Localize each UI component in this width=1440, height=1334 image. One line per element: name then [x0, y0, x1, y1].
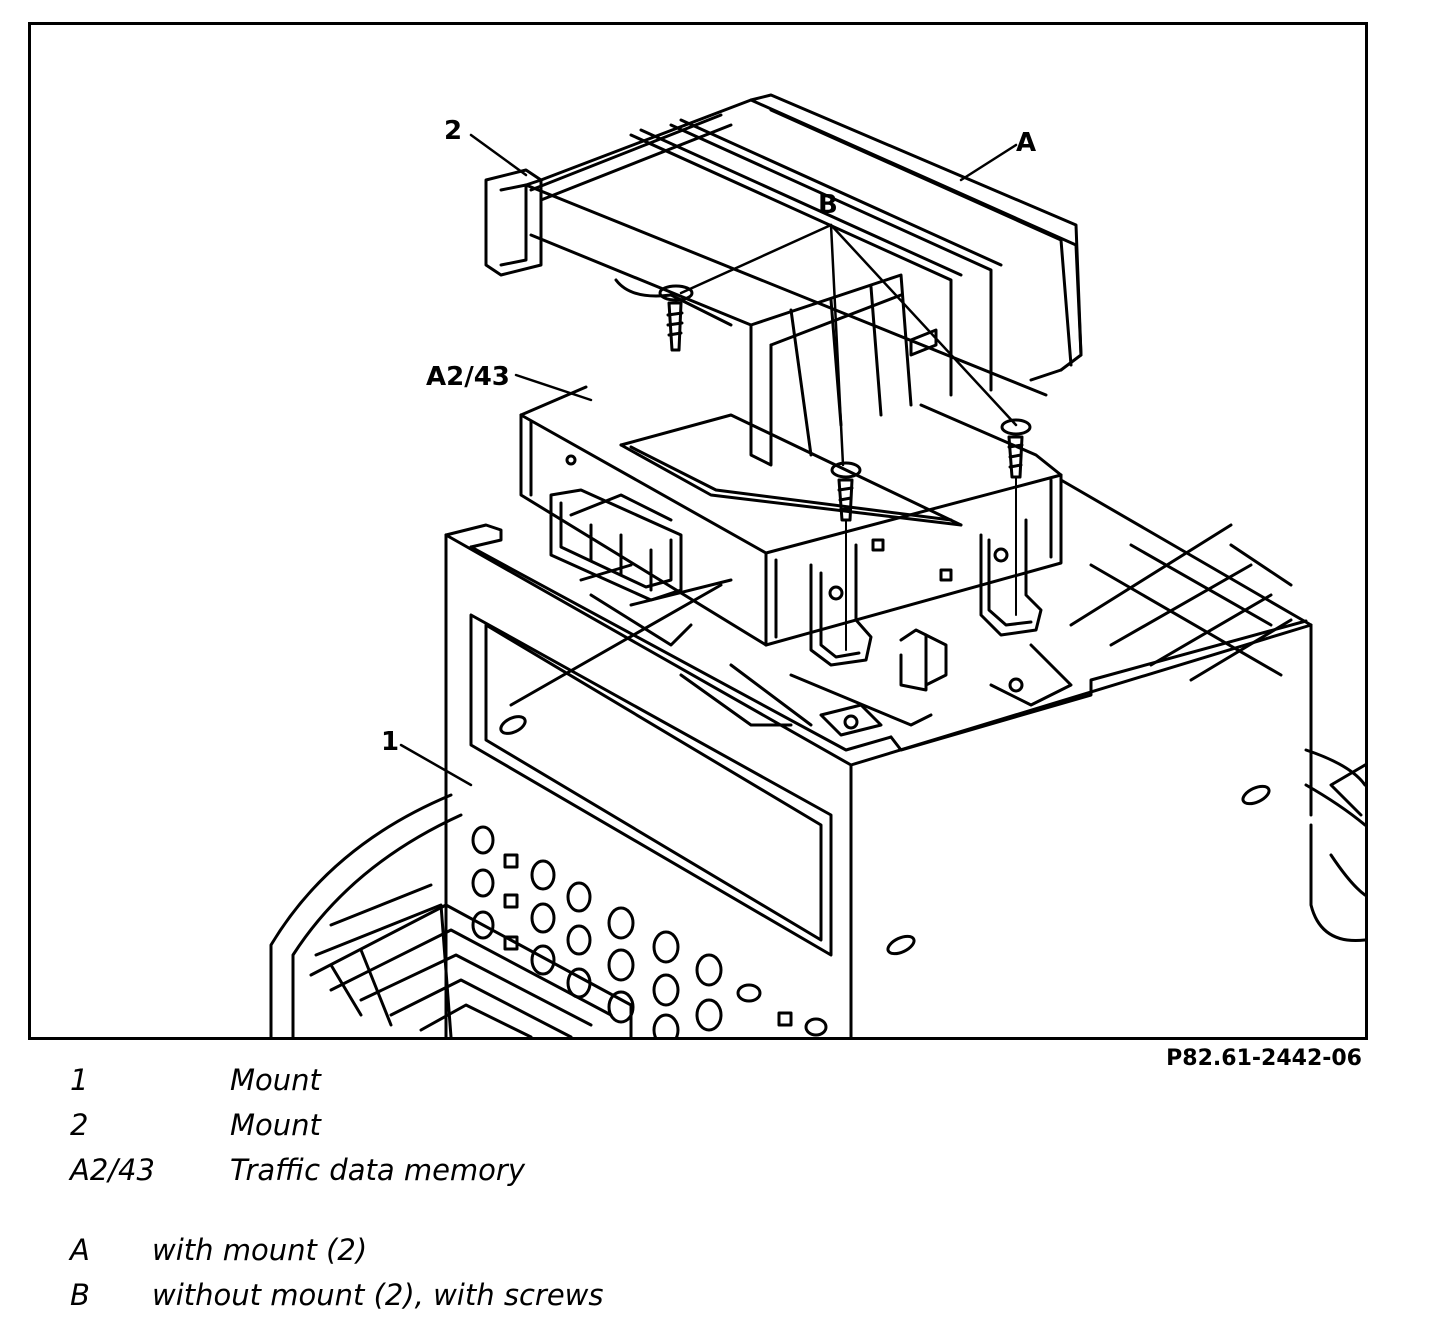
legend-desc: Traffic data memory — [230, 1153, 526, 1187]
screws — [658, 284, 1032, 522]
legend-desc: without mount (2), with screws — [152, 1278, 604, 1312]
callout-variant-a: A — [1016, 128, 1036, 158]
legend-desc: with mount (2) — [152, 1233, 368, 1267]
legend-key: B — [70, 1278, 90, 1312]
exploded-view-illustration: 2 A B A2/43 1 — [269, 93, 1365, 1037]
figure-id: P82.61-2442-06 — [1166, 1046, 1362, 1071]
legend-desc: Mount — [230, 1108, 321, 1142]
mount-brackets — [809, 518, 1043, 667]
legend-key: 2 — [70, 1108, 89, 1142]
callout-traffic-memory: A2/43 — [426, 362, 510, 392]
callout-variant-b: B — [818, 190, 838, 220]
traffic-data-memory-unit — [519, 385, 1063, 647]
callout-mount-1: 1 — [381, 727, 399, 757]
mount-1-box — [444, 478, 1313, 1037]
legend-key: A2/43 — [70, 1153, 155, 1187]
figure-frame: 2 A B A2/43 1 — [28, 22, 1368, 1040]
legend-key: A — [70, 1233, 90, 1267]
front-grille — [309, 903, 633, 1037]
legend-key: 1 — [70, 1063, 89, 1097]
callout-mount-2: 2 — [444, 116, 462, 146]
screw-axis-lines — [845, 476, 1017, 651]
mount-2-bracket — [484, 93, 1083, 467]
leader-lines — [399, 133, 1018, 787]
legend-desc: Mount — [230, 1063, 321, 1097]
